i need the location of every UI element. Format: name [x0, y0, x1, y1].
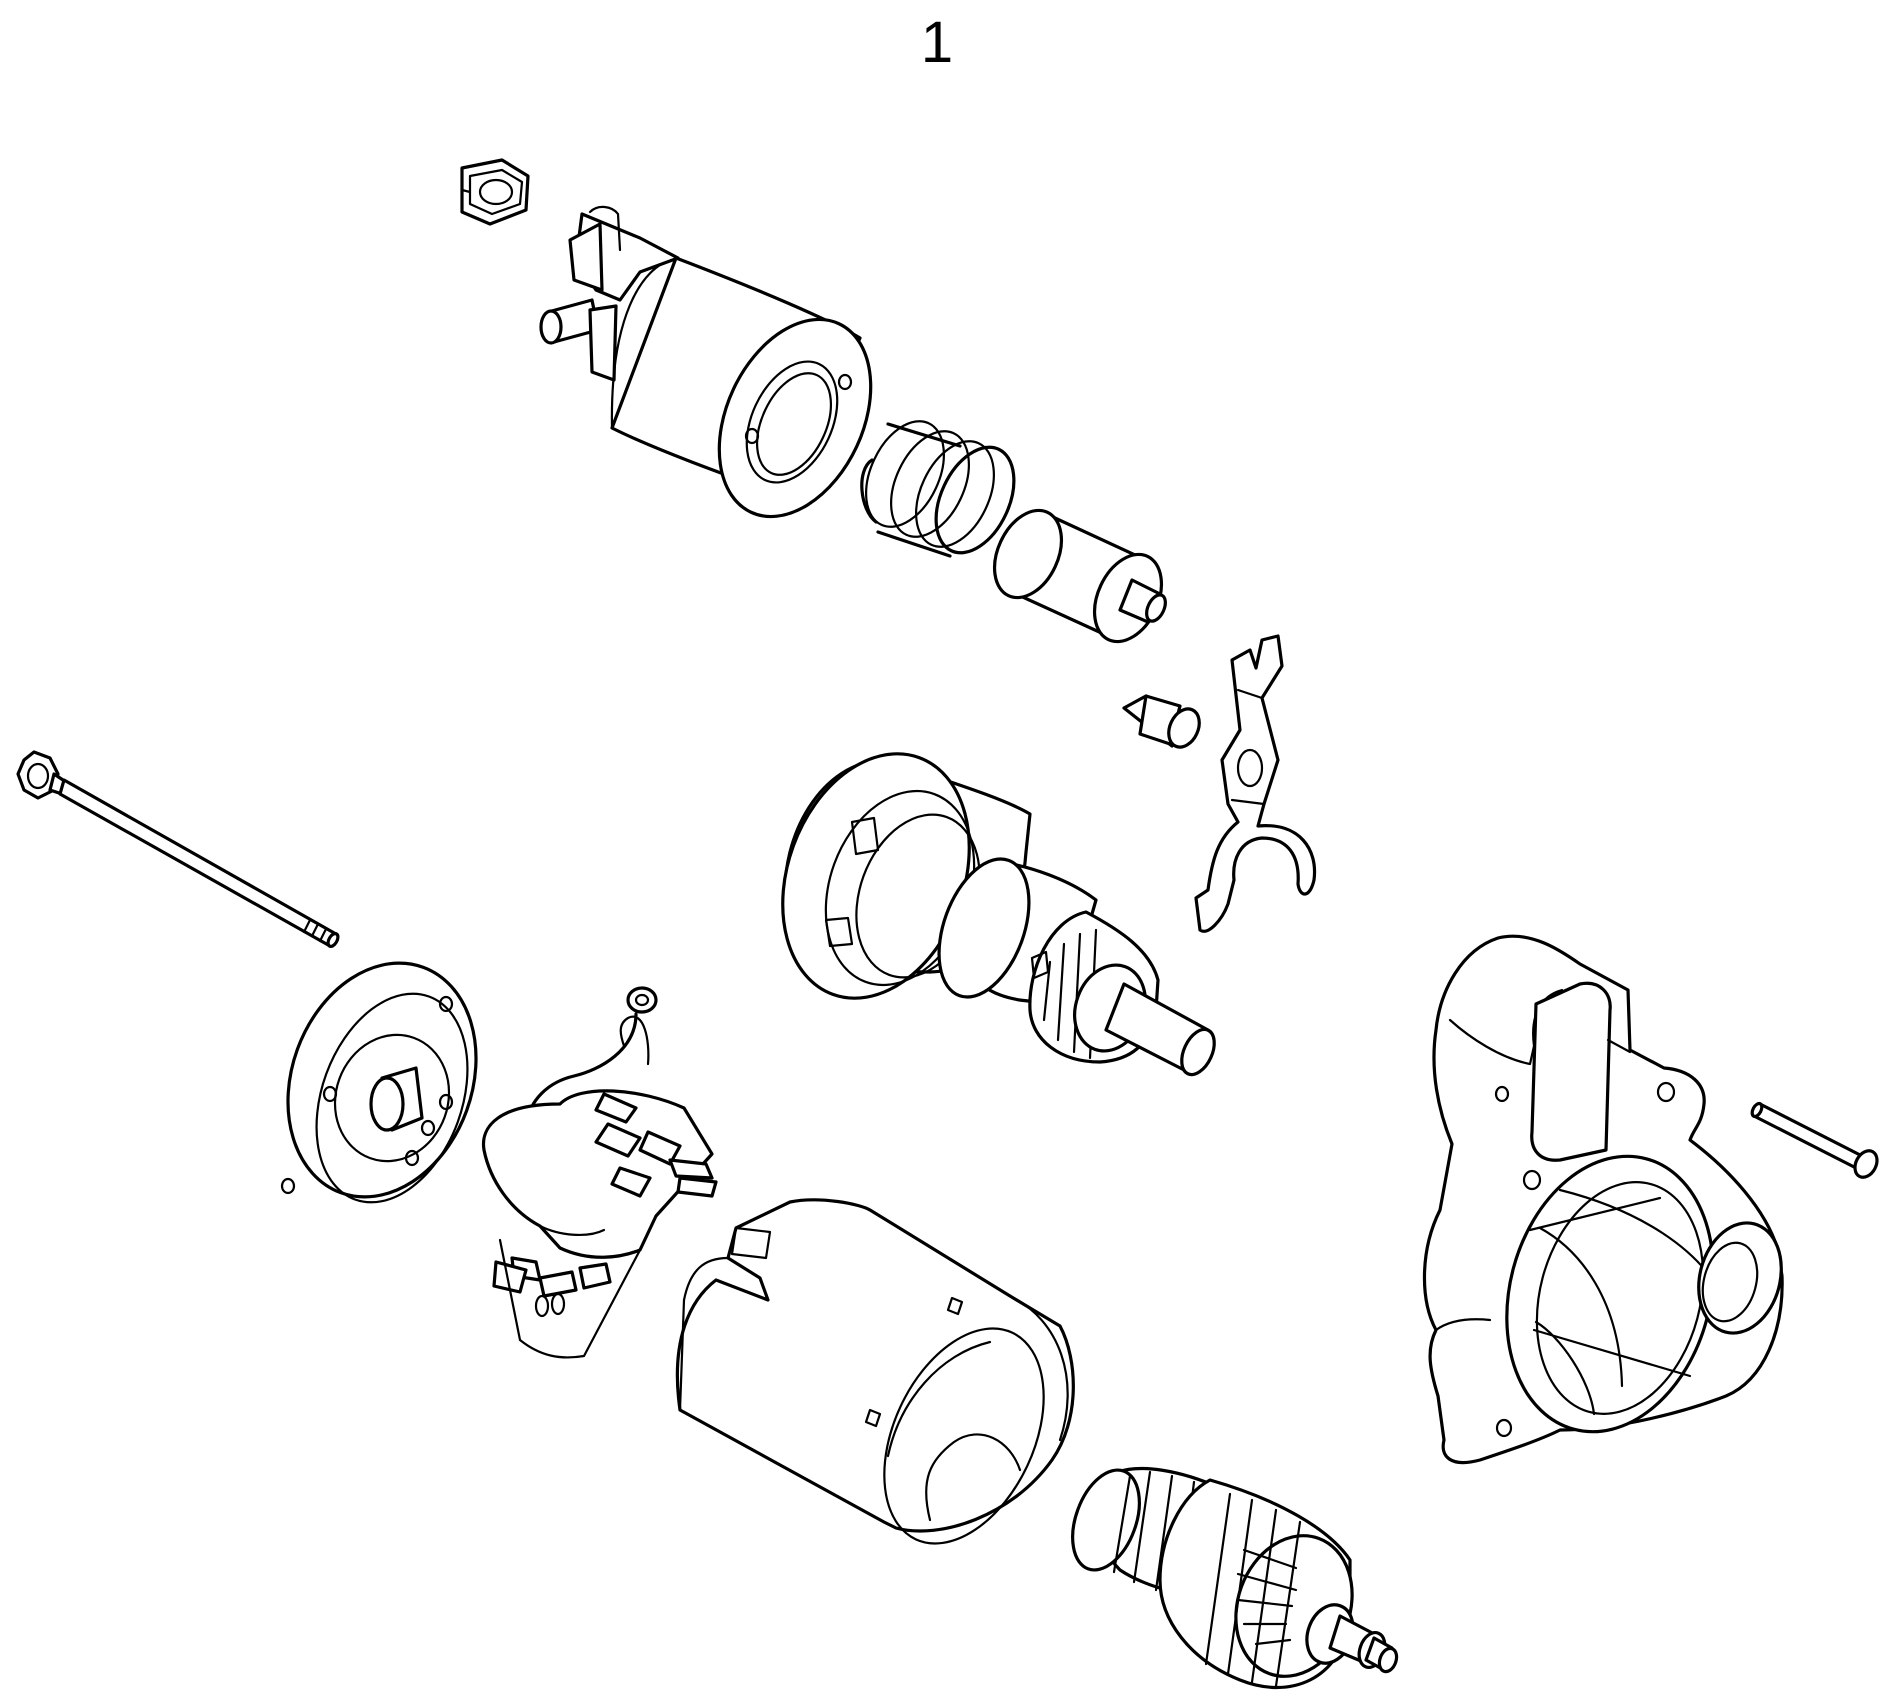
- plunger: [992, 508, 1167, 644]
- drive-end-housing: [1422, 934, 1784, 1465]
- solenoid-switch: [539, 205, 873, 519]
- brush-holder: [481, 986, 718, 1359]
- through-bolt: [16, 750, 340, 948]
- armature: [1071, 1466, 1399, 1690]
- return-spring: [860, 420, 1016, 558]
- lever-pivot-cap: [1122, 694, 1201, 749]
- yoke-field-frame: [675, 1198, 1075, 1545]
- hex-nut: [460, 158, 530, 226]
- callout-number: 1: [921, 10, 953, 75]
- mounting-screw: [1750, 1101, 1879, 1179]
- shift-fork-lever: [1194, 634, 1317, 933]
- rear-end-plate: [280, 961, 478, 1204]
- overrunning-clutch-drive: [781, 752, 1216, 1077]
